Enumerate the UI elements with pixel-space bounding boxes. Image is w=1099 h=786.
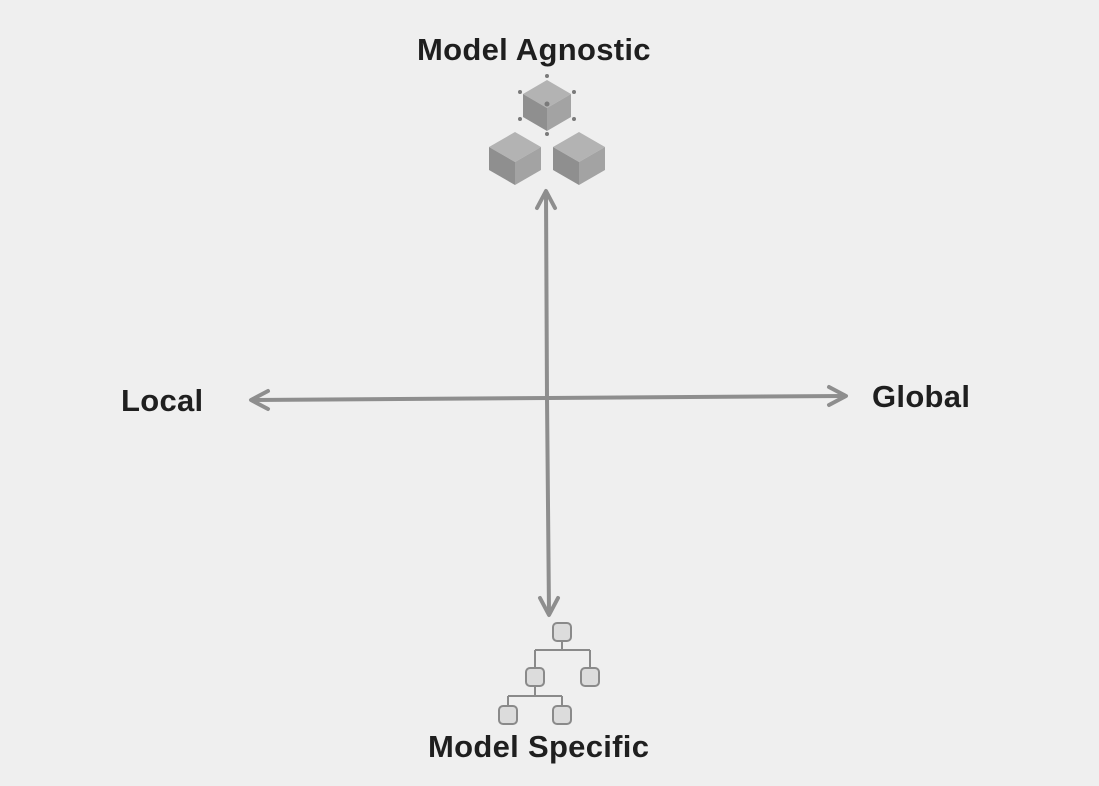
tree-node-root [552,622,572,642]
label-model-specific: Model Specific [428,729,650,764]
arrowhead-left [249,389,270,411]
tree-node-leaf-right [552,705,572,725]
arrow-right [546,394,845,400]
label-model-agnostic: Model Agnostic [417,32,651,67]
vertical-axis [535,189,560,617]
horizontal-axis [249,385,848,411]
cube-left [489,132,541,185]
label-local: Local [121,383,204,418]
arrow-down [545,396,551,614]
arrow-up [544,192,549,400]
tree-node-mid-right [580,667,600,687]
cube-top [518,74,576,136]
cubes-icon [489,74,605,185]
label-global: Global [872,379,971,414]
arrowhead-down [538,596,560,617]
arrow-left [252,396,550,402]
arrowhead-right [827,385,848,407]
tree-node-leaf-left [498,705,518,725]
arrowhead-up [535,189,557,210]
tree-node-mid-left [525,667,545,687]
cube-right [553,132,605,185]
tree-hierarchy-icon [498,622,600,725]
tree-connectors [507,641,591,706]
